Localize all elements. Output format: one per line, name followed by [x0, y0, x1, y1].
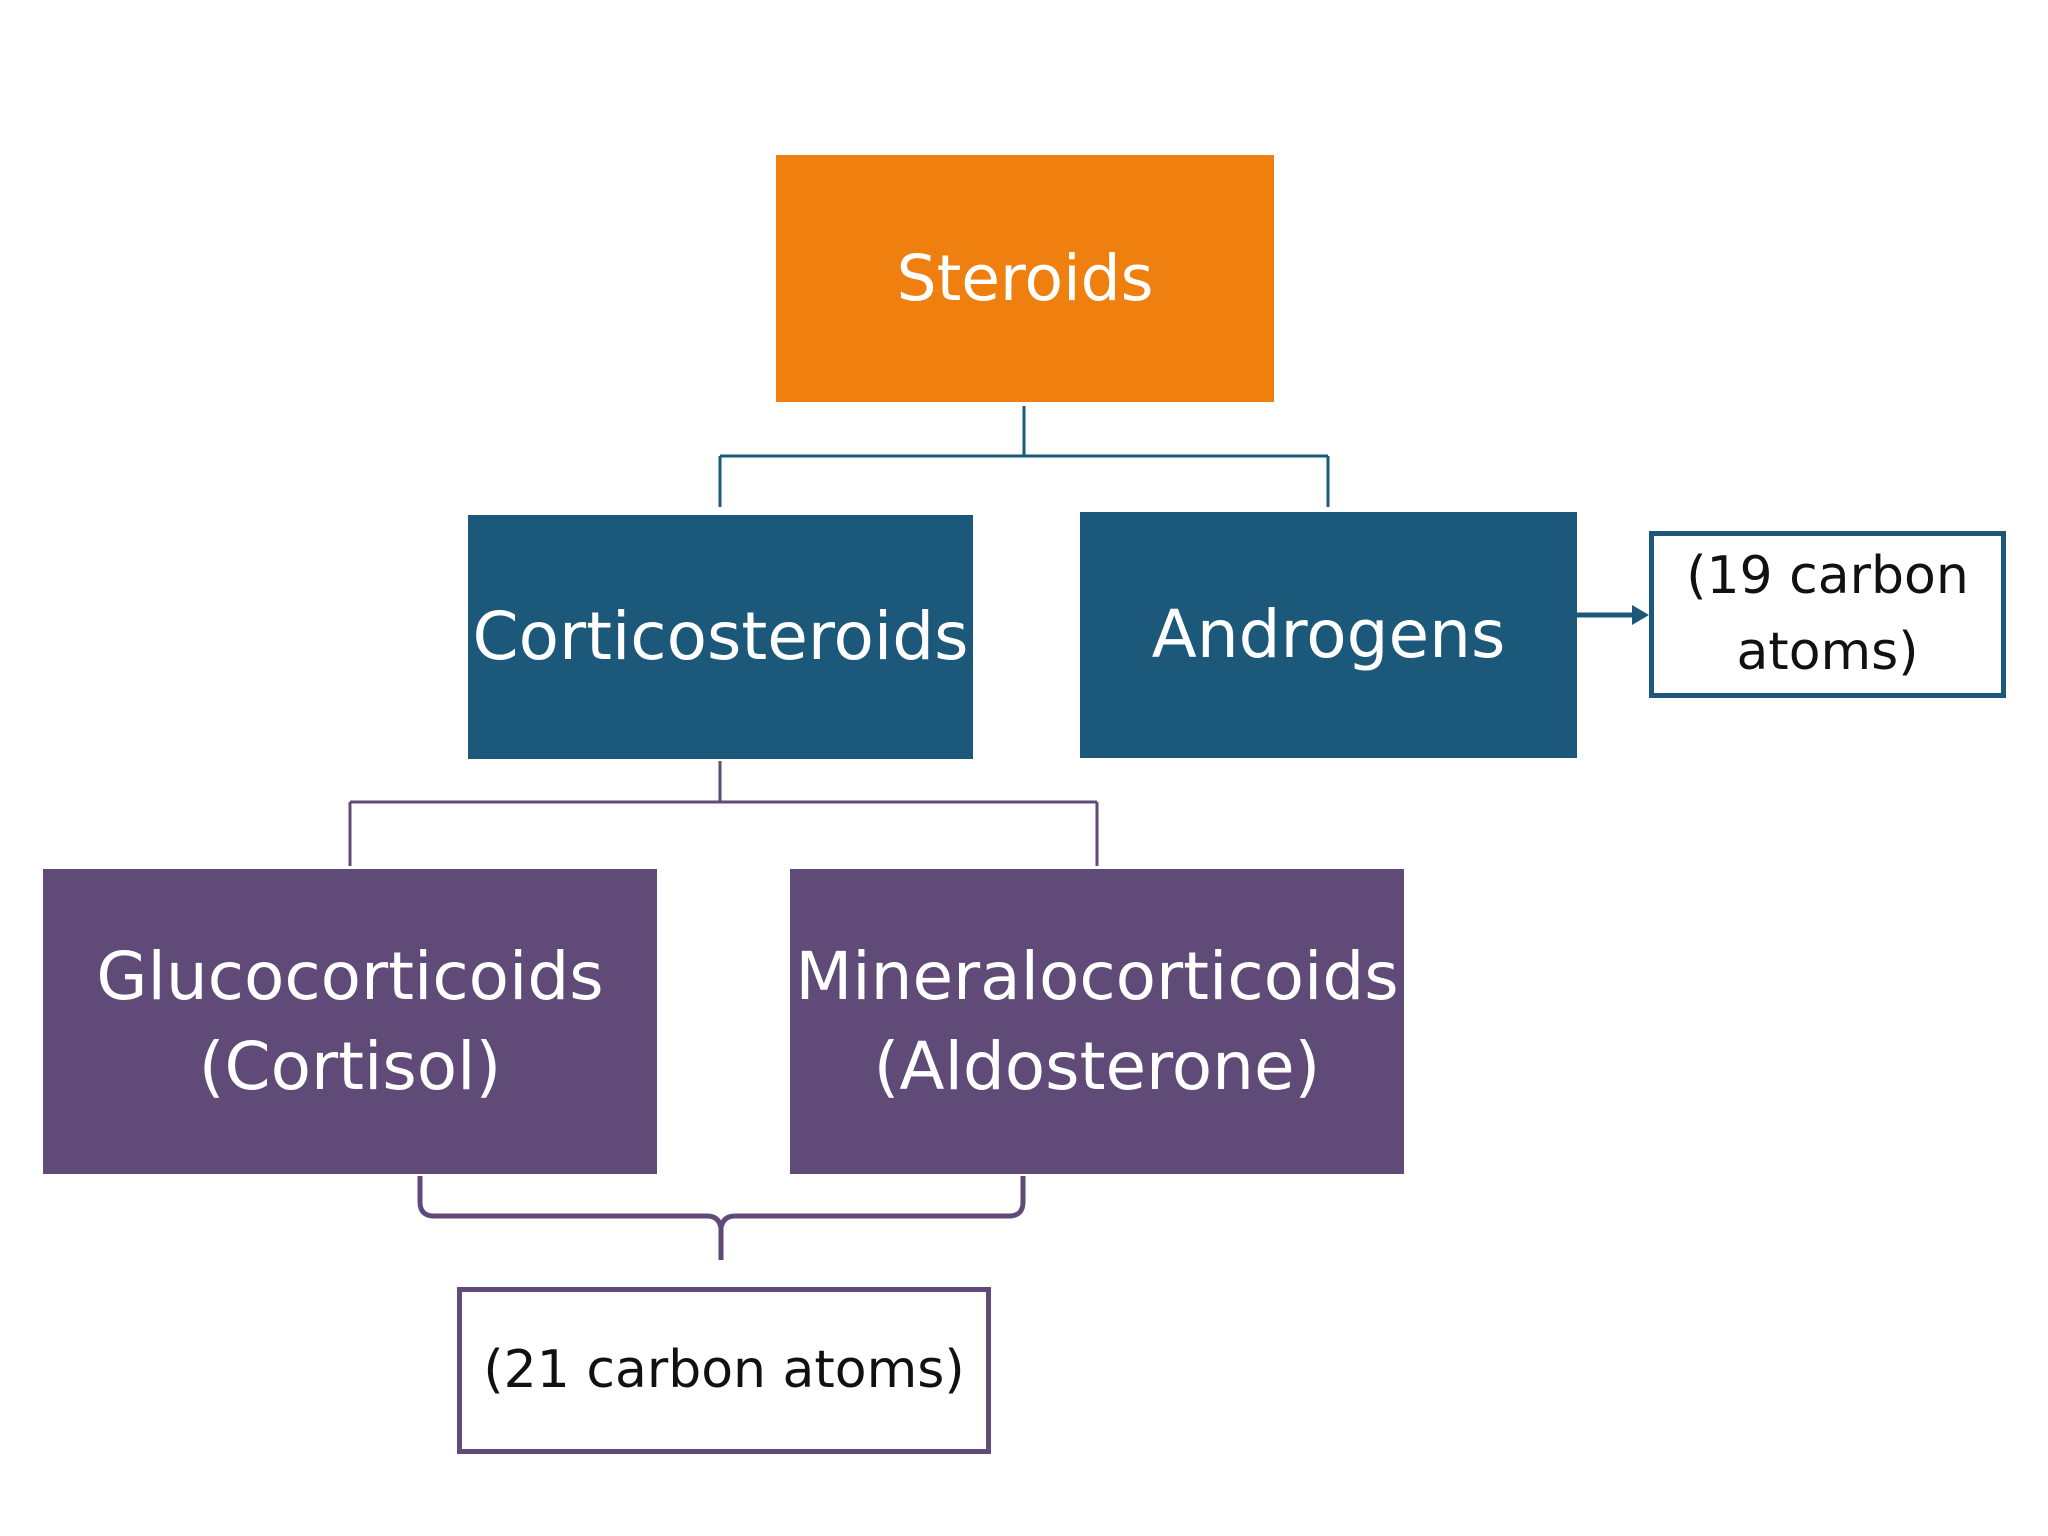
brace-21-carbon [417, 1176, 1026, 1260]
node-mineralocorticoids-line1: Mineralocorticoids [795, 938, 1399, 1016]
node-androgens-label: Androgens [1151, 596, 1506, 674]
node-glucocorticoids-line2: (Cortisol) [198, 1027, 502, 1105]
node-glucocorticoids: Glucocorticoids (Cortisol) [43, 869, 657, 1174]
note-19-carbon-atoms: (19 carbon atoms) [1649, 531, 2006, 698]
node-mineralocorticoids: Mineralocorticoids (Aldosterone) [790, 869, 1404, 1174]
node-mineralocorticoids-line2: (Aldosterone) [873, 1027, 1321, 1105]
arrowhead-icon [1632, 605, 1649, 625]
note-21-label: (21 carbon atoms) [483, 1340, 965, 1401]
node-steroids: Steroids [776, 155, 1274, 402]
node-corticosteroids: Corticosteroids [468, 515, 973, 759]
note-19-line2: atoms) [1736, 621, 1919, 682]
connector-steroids-children [718, 406, 1330, 507]
note-21-carbon-atoms: (21 carbon atoms) [457, 1287, 991, 1454]
node-corticosteroids-label: Corticosteroids [472, 598, 969, 676]
node-steroids-label: Steroids [896, 241, 1154, 315]
connector-corticosteroids-children [348, 761, 1099, 866]
note-19-line1: (19 carbon [1686, 546, 1969, 607]
node-androgens: Androgens [1080, 512, 1577, 758]
node-glucocorticoids-line1: Glucocorticoids [96, 938, 604, 1016]
